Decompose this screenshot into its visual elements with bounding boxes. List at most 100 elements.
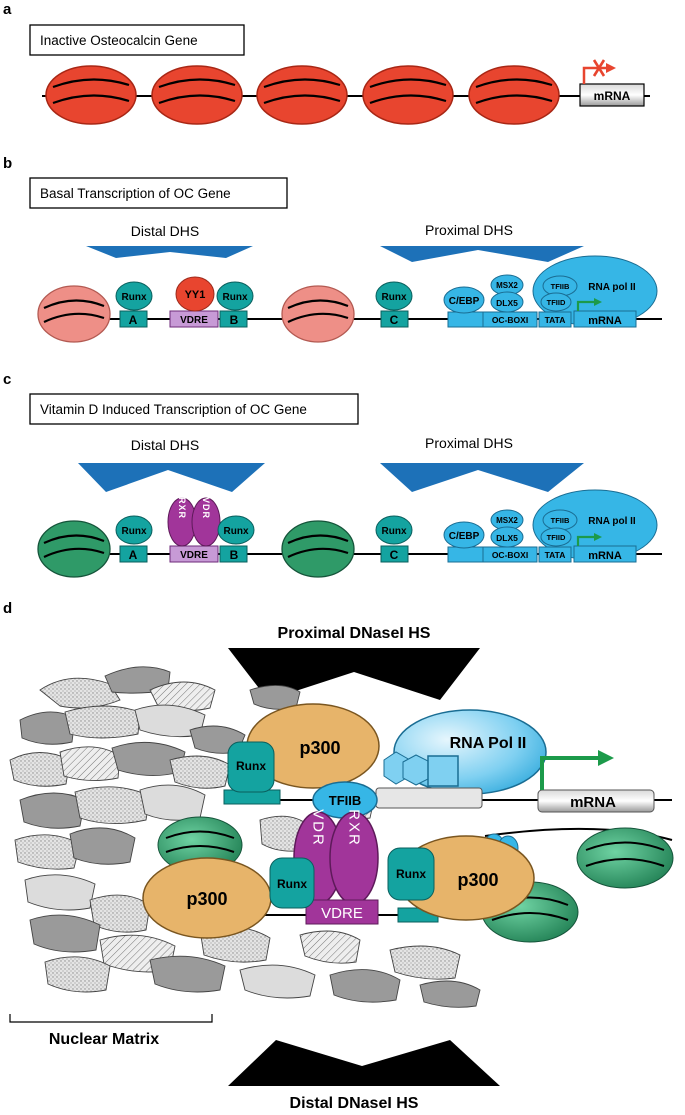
- proximal-dhs-peak: [380, 246, 584, 262]
- runx-factor: [269, 857, 315, 909]
- panel-c-title: Vitamin D Induced Transcription of OC Ge…: [40, 402, 307, 417]
- mrna-label: mRNA: [570, 794, 616, 811]
- panel-c-letter: c: [3, 371, 11, 388]
- vdre-label: VDRE: [321, 905, 363, 922]
- site-c-box: [380, 545, 409, 563]
- runx-label: Runx: [382, 526, 407, 537]
- site-a-box: [119, 545, 148, 563]
- panel-d: d Proximal DNaseI HS: [3, 600, 674, 1112]
- nucleosome: [37, 520, 111, 578]
- proximal-hs-peak: [228, 648, 480, 700]
- rxr-label: RXR: [177, 497, 187, 519]
- dlx5-factor: [490, 291, 524, 313]
- runx-label: Runx: [223, 292, 248, 303]
- nuclear-matrix: [9, 666, 481, 1008]
- p300-label: p300: [186, 889, 227, 909]
- runx-factor: [375, 281, 413, 311]
- distal-dhs-peak: [78, 463, 265, 492]
- panel-b: b Basal Transcription of OC Gene Distal …: [3, 155, 662, 343]
- panel-a-title: Inactive Osteocalcin Gene: [40, 33, 198, 48]
- oc-box-label: OC-BOXI: [492, 550, 528, 560]
- promoter-box: [375, 787, 483, 809]
- site-b-label: B: [230, 313, 239, 327]
- nucleosome: [281, 285, 355, 343]
- proximal-dhs-peak: [380, 463, 584, 492]
- runx-factor: [227, 741, 275, 793]
- nucleosome: [281, 520, 355, 578]
- oc-box-label: OC-BOXI: [492, 315, 528, 325]
- vdre-box: [169, 545, 219, 563]
- runx-factor: [375, 515, 413, 545]
- runx-factor: [216, 281, 254, 311]
- nucleosome: [151, 65, 243, 125]
- nucleosome: [256, 65, 348, 125]
- p300-label: p300: [299, 738, 340, 758]
- runx-label: Runx: [396, 867, 426, 881]
- p300-label: p300: [457, 870, 498, 890]
- cebp-factor: [443, 521, 485, 549]
- site-c-label: C: [390, 548, 399, 562]
- nucleosome: [45, 65, 137, 125]
- runx-label: Runx: [277, 877, 307, 891]
- tata-label: TATA: [545, 550, 566, 560]
- distal-dhs-label: Distal DHS: [131, 437, 199, 453]
- site-b-box: [219, 310, 248, 328]
- cebp-site: [447, 546, 485, 563]
- panel-c: c Vitamin D Induced Transcription of OC …: [3, 371, 662, 578]
- tfiid-factor: [540, 527, 572, 547]
- vdr-receptor: [191, 497, 221, 547]
- runx-label: Runx: [122, 292, 147, 303]
- site-a-label: A: [129, 548, 138, 562]
- dlx5-label: DLX5: [496, 298, 518, 308]
- distal-hs-peak: [228, 1040, 500, 1086]
- vdr-label: VDR: [310, 809, 327, 847]
- cebp-site: [447, 311, 485, 328]
- nuclear-matrix-label: Nuclear Matrix: [49, 1031, 159, 1048]
- tfiib-label: TFIIB: [551, 282, 570, 291]
- site-c-box: [380, 310, 409, 328]
- runx-label: Runx: [122, 526, 147, 537]
- runx-factor: [115, 281, 153, 311]
- runx-label: Runx: [236, 759, 266, 773]
- mrna-label: mRNA: [588, 315, 622, 327]
- proximal-dhs-label: Proximal DHS: [425, 435, 513, 451]
- tfiib-label: TFIIB: [551, 516, 570, 525]
- tata-label: TATA: [545, 315, 566, 325]
- nucleosome: [468, 65, 560, 125]
- proximal-dhs-label: Proximal DHS: [425, 222, 513, 238]
- msx2-label: MSX2: [496, 281, 518, 290]
- transcription-arrow-icon: [576, 298, 602, 311]
- cebp-factor: [443, 286, 485, 314]
- mrna-label: mRNA: [594, 89, 631, 103]
- distal-dhs-peak: [86, 246, 253, 258]
- site-a-box: [119, 310, 148, 328]
- factor-hexagon: [402, 754, 431, 786]
- panel-b-letter: b: [3, 155, 12, 172]
- dlx5-label: DLX5: [496, 533, 518, 543]
- tata-box: [538, 311, 572, 328]
- factor-square: [427, 755, 459, 787]
- vdre-label: VDRE: [180, 315, 208, 326]
- nuclear-matrix-bracket: [9, 1014, 213, 1023]
- panel-a: a Inactive Osteocalcin Gene: [3, 1, 650, 125]
- mrna-box: [579, 83, 645, 107]
- rna-pol-label: RNA pol II: [588, 516, 636, 527]
- vdr-label: VDR: [201, 497, 211, 519]
- runx-factor: [387, 847, 435, 901]
- rna-pol-label: RNA Pol II: [450, 735, 527, 752]
- mrna-box: [573, 310, 637, 328]
- site-b-label: B: [230, 548, 239, 562]
- yy1-label: YY1: [185, 289, 206, 301]
- mrna-box: [537, 789, 655, 813]
- blocked-arrow-icon: [582, 59, 616, 84]
- cebp-label: C/EBP: [449, 296, 480, 307]
- tfiid-label: TFIID: [547, 533, 566, 542]
- panel-d-letter: d: [3, 600, 12, 617]
- proximal-hs-label: Proximal DNaseI HS: [278, 625, 431, 642]
- tfiid-label: TFIID: [547, 298, 566, 307]
- distal-hs-label: Distal DNaseI HS: [290, 1095, 419, 1112]
- msx2-label: MSX2: [496, 516, 518, 525]
- tfiib-label: TFIIB: [329, 793, 362, 808]
- distal-dhs-label: Distal DHS: [131, 223, 199, 239]
- runx-label: Runx: [224, 526, 249, 537]
